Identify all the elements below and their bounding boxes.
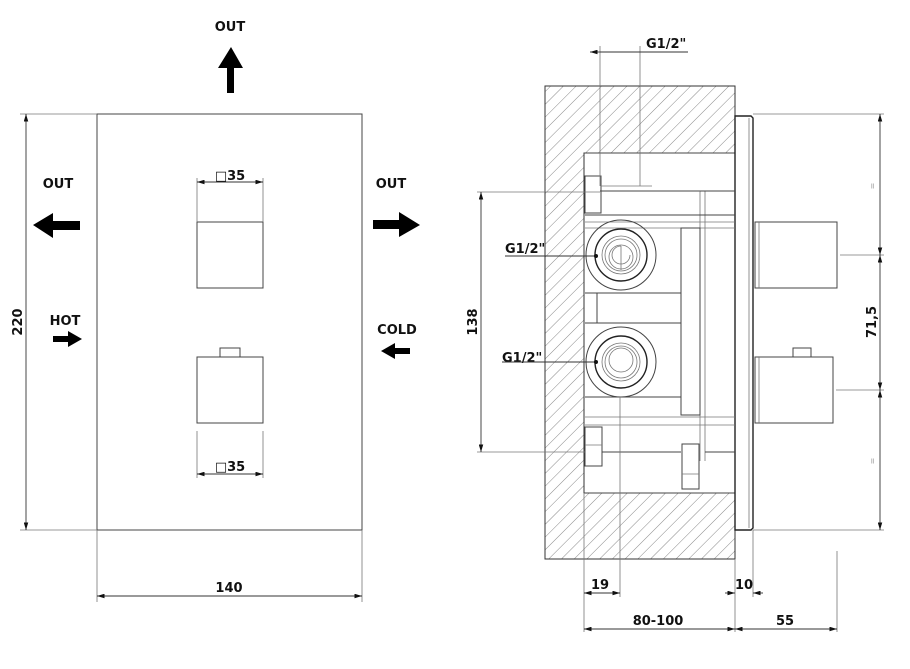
dim-plate-thickness: 10 bbox=[735, 578, 753, 593]
arrow-up-icon bbox=[218, 47, 243, 93]
arrow-right-small-icon bbox=[53, 331, 82, 347]
valve-body bbox=[584, 175, 735, 490]
dim-handle-spacing: 71,5 bbox=[865, 306, 880, 338]
cover-plate bbox=[96, 113, 363, 531]
arrow-left-small-icon bbox=[381, 343, 410, 359]
label-out-left: OUT bbox=[43, 177, 74, 192]
dim-inlet-spacing: 138 bbox=[466, 308, 481, 335]
dim-handle-top: □35 bbox=[215, 169, 245, 184]
dim-handle-bottom: □35 bbox=[215, 460, 245, 475]
label-out-top: OUT bbox=[215, 20, 246, 35]
label-hot: HOT bbox=[50, 314, 81, 329]
side-cover-plate bbox=[734, 115, 754, 531]
handle-knob bbox=[219, 347, 241, 358]
dim-handle-projection: 55 bbox=[776, 614, 794, 629]
handle-top bbox=[196, 221, 264, 289]
label-out-right: OUT bbox=[376, 177, 407, 192]
side-handle-knob bbox=[792, 347, 812, 358]
arrow-right-icon bbox=[373, 212, 420, 237]
dim-height: 220 bbox=[11, 308, 26, 335]
arrow-left-icon bbox=[33, 213, 80, 238]
label-cold: COLD bbox=[377, 323, 417, 338]
dim-inlet-offset: 19 bbox=[591, 578, 609, 593]
dim-width: 140 bbox=[215, 581, 242, 596]
equal-mark-bottom: = bbox=[868, 458, 877, 465]
side-view: G1/2" G1/2" G1/2" 138 = = 71,5 19 bbox=[466, 37, 884, 632]
equal-mark-top: = bbox=[868, 183, 877, 190]
dim-embed-depth: 80-100 bbox=[633, 614, 684, 629]
front-view: OUT OUT OUT HOT COLD □35 □35 220 bbox=[11, 20, 420, 602]
label-thread-lower: G1/2" bbox=[502, 351, 542, 366]
side-handle-top bbox=[754, 221, 838, 289]
handle-bottom bbox=[196, 356, 264, 424]
side-handle-bottom bbox=[754, 356, 834, 424]
label-thread-top: G1/2" bbox=[646, 37, 686, 52]
label-thread-upper: G1/2" bbox=[505, 242, 545, 257]
